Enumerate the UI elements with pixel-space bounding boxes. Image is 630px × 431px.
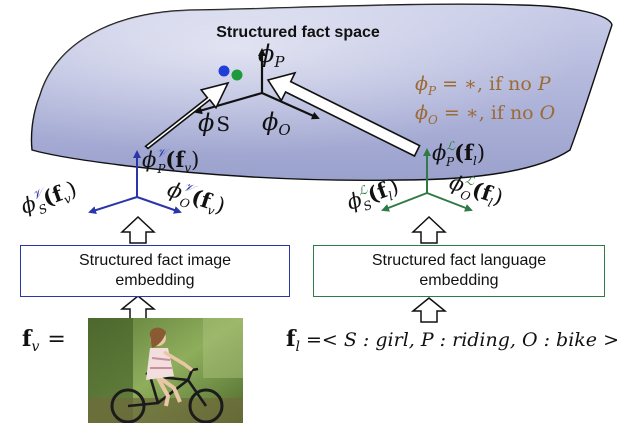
- language-box-line1: Structured fact language: [371, 252, 547, 269]
- image-phi-o-label: ϕ𝒱O(𝐟v): [163, 175, 229, 222]
- image-embedding-box: Structured fact image embedding: [20, 245, 290, 297]
- phi-s-axis: [194, 91, 263, 115]
- language-to-space-arrow: [266, 71, 421, 158]
- image-input-up-arrow: [119, 295, 157, 320]
- image-fact-point: [218, 65, 230, 77]
- rider-dress: [146, 348, 174, 380]
- phi-o-axis: [261, 91, 320, 120]
- input-photo: [88, 318, 243, 423]
- fact-space-title: Structured fact space: [216, 24, 380, 41]
- note-no-p: ϕP = ∗, if no P: [415, 73, 552, 98]
- image-box-line2: embedding: [115, 272, 195, 289]
- image-box-up-arrow: [120, 215, 156, 244]
- image-to-space-arrow: [144, 81, 230, 150]
- rider-legs: [156, 376, 182, 407]
- phi-o-label: ϕO: [262, 108, 291, 139]
- language-box-line2: embedding: [419, 272, 499, 289]
- image-box-line1: Structured fact image: [78, 252, 232, 269]
- fact-space-highlight: [31, 4, 613, 181]
- language-o-axis: [426, 192, 473, 212]
- language-embedding-box: Structured fact language embedding: [313, 245, 605, 297]
- image-s-axis: [88, 196, 138, 214]
- image-input-label: 𝐟v=: [22, 326, 66, 355]
- language-s-axis: [381, 192, 428, 212]
- rider-arms: [163, 350, 194, 372]
- rider-dress-pattern: [150, 357, 172, 369]
- language-phi-o-label: ϕℒO(𝐟l): [445, 168, 506, 213]
- photo-foliage-right: [203, 318, 243, 378]
- language-fact-point: [231, 69, 243, 81]
- bike-rear-wheel: [110, 388, 146, 423]
- phi-p-label: ϕP: [258, 40, 285, 71]
- image-phi-s-label: ϕ𝒱S(𝐟v): [17, 175, 81, 223]
- note-no-o: ϕO = ∗, if no O: [415, 102, 556, 127]
- language-input-up-arrow: [410, 297, 448, 323]
- image-o-axis: [136, 196, 182, 214]
- rider-hair: [149, 327, 166, 348]
- language-input-label: 𝐟l =< S : girl, P : riding, O : bike >: [286, 326, 619, 355]
- language-box-up-arrow: [411, 215, 447, 244]
- bike-front-wheel: [188, 388, 224, 423]
